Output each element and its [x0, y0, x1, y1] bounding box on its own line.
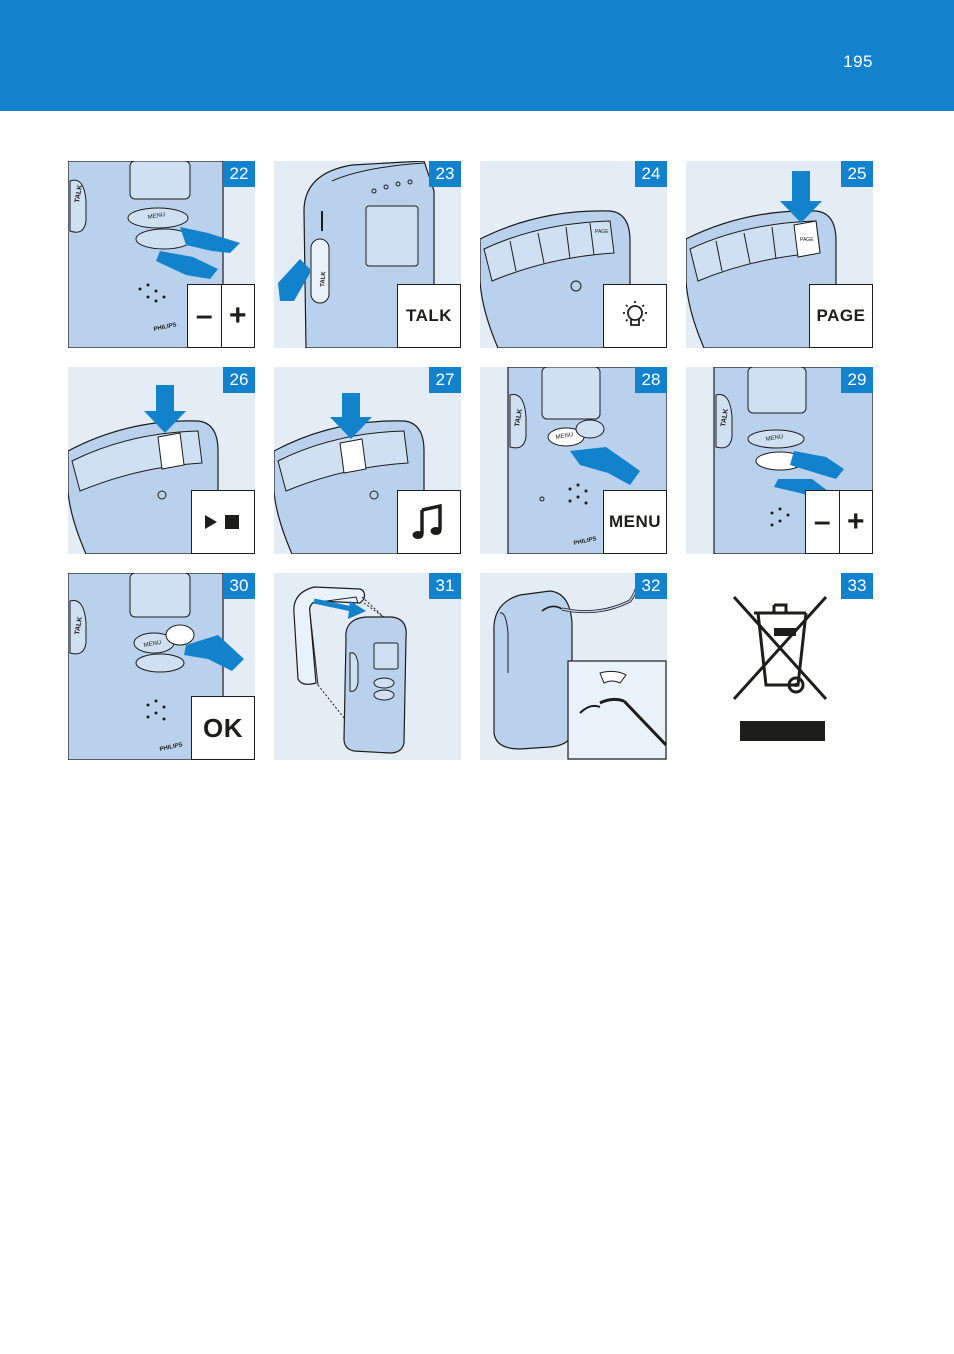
svg-text:MENU: MENU — [765, 434, 783, 443]
svg-text:PHILIPS: PHILIPS — [573, 536, 597, 547]
panel-26: 26 — [68, 367, 255, 554]
svg-text:TALK: TALK — [514, 408, 524, 427]
panel-28: TALK MENU PHILIPS 28 MENU — [480, 367, 667, 554]
panel-29: TALK MENU 29 – + — [686, 367, 873, 554]
device-top-lullaby-illustration — [274, 393, 425, 554]
minus-key: – — [813, 505, 831, 538]
device-front-volume-illustration: TALK MENU PHILIPS — [68, 161, 240, 348]
panel-33: 33 — [686, 573, 873, 760]
music-note-icon — [412, 503, 442, 539]
light-bulb-icon — [623, 301, 647, 326]
plus-key: + — [838, 491, 873, 553]
page-key-legend: PAGE — [809, 284, 873, 348]
play-stop-icon — [205, 515, 239, 529]
panel-22: TALK MENU PHILIPS 22 – + — [68, 161, 255, 348]
figure-number: 22 — [223, 161, 255, 187]
figure-number: 32 — [635, 573, 667, 599]
device-top-light-illustration: PAGE — [480, 210, 631, 348]
svg-text:PAGE: PAGE — [800, 237, 814, 243]
figure-number: 29 — [841, 367, 873, 393]
volume-key-legend: – + — [187, 284, 255, 348]
device-front-ok-illustration: TALK MENU PHILIPS — [68, 573, 244, 760]
panel-23: TALK 23 TALK — [274, 161, 461, 348]
svg-text:PAGE: PAGE — [595, 229, 609, 235]
svg-text:TALK: TALK — [320, 270, 327, 287]
figure-number: 24 — [635, 161, 667, 187]
panel-24: PAGE 24 — [480, 161, 667, 348]
page-number: 195 — [843, 52, 873, 71]
panel-25: PAGE 25 PAGE — [686, 161, 873, 348]
belt-clip-illustration — [293, 586, 407, 754]
figure-number: 31 — [429, 573, 461, 599]
svg-text:TALK: TALK — [74, 616, 84, 635]
ok-key-legend: OK — [191, 696, 255, 760]
figure-number: 28 — [635, 367, 667, 393]
volume-key-legend: – + — [805, 490, 873, 554]
talk-key-legend: TALK — [397, 284, 461, 348]
figure-number: 23 — [429, 161, 461, 187]
figure-number: 27 — [429, 367, 461, 393]
device-top-page-illustration: PAGE — [686, 171, 837, 348]
svg-text:TALK: TALK — [720, 408, 730, 427]
plus-key: + — [220, 285, 255, 347]
svg-text:TALK: TALK — [74, 184, 84, 203]
neck-cord-illustration — [493, 573, 667, 760]
figure-number: 25 — [841, 161, 873, 187]
panel-27: 27 — [274, 367, 461, 554]
header-bar: 195 — [0, 0, 954, 111]
device-top-playstop-illustration — [68, 385, 219, 554]
panel-32: 32 — [480, 573, 667, 760]
minus-key: – — [195, 299, 213, 332]
figure-number: 26 — [223, 367, 255, 393]
play-stop-key-legend — [191, 490, 255, 554]
svg-text:MENU: MENU — [555, 432, 573, 441]
figure-number: 33 — [841, 573, 873, 599]
panel-30: TALK MENU PHILIPS 30 OK — [68, 573, 255, 760]
panel-31: 31 — [274, 573, 461, 760]
lullaby-key-legend — [397, 490, 461, 554]
svg-text:MENU: MENU — [143, 640, 161, 649]
svg-text:PHILIPS: PHILIPS — [159, 742, 183, 753]
menu-key-legend: MENU — [603, 490, 667, 554]
svg-text:PHILIPS: PHILIPS — [153, 322, 177, 333]
figure-number: 30 — [223, 573, 255, 599]
svg-text:MENU: MENU — [147, 212, 165, 221]
light-key-legend — [603, 284, 667, 348]
crossed-bin-icon — [732, 595, 828, 741]
